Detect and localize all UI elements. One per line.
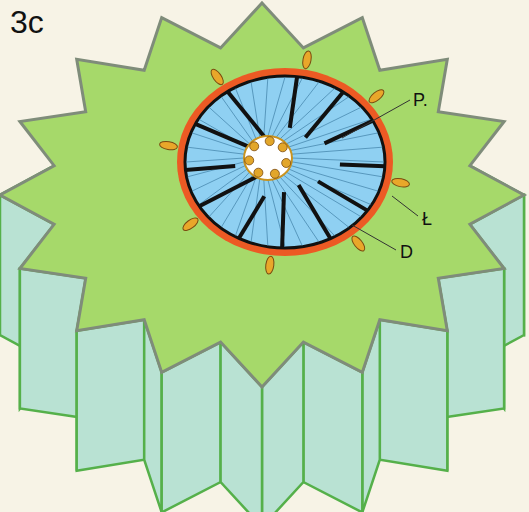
leader-lines bbox=[342, 100, 418, 250]
part-label: P. bbox=[413, 91, 428, 109]
star-top-face bbox=[0, 3, 524, 387]
outer-gland bbox=[265, 256, 275, 275]
thin-ray bbox=[209, 172, 249, 217]
orange-ring bbox=[177, 68, 393, 256]
dark-ray bbox=[318, 181, 368, 210]
thin-ray bbox=[268, 77, 285, 136]
outer-gland bbox=[159, 140, 178, 151]
inner-bundle bbox=[270, 169, 279, 178]
inner-bundle bbox=[254, 168, 263, 177]
prism-side-face bbox=[380, 320, 448, 471]
dark-ray bbox=[290, 77, 297, 128]
inner-bundle bbox=[278, 143, 287, 152]
part-label: Ł bbox=[422, 210, 432, 228]
thin-ray bbox=[292, 158, 384, 162]
prism-side-face bbox=[77, 320, 145, 471]
thin-ray bbox=[291, 166, 378, 192]
dark-ray bbox=[199, 175, 259, 206]
pith bbox=[244, 136, 292, 180]
thin-ray bbox=[264, 180, 268, 246]
thin-ray bbox=[292, 147, 383, 154]
blue-tissue bbox=[185, 76, 385, 248]
outer-gland bbox=[391, 177, 410, 188]
outer-gland bbox=[209, 67, 226, 86]
dark-ray bbox=[282, 192, 284, 248]
figure-title: 3c bbox=[10, 6, 44, 38]
thin-ray bbox=[272, 180, 302, 246]
thin-ray bbox=[188, 147, 245, 154]
thin-ray bbox=[186, 158, 244, 162]
dark-ray bbox=[239, 196, 264, 238]
dark-ray bbox=[228, 92, 268, 141]
dark-ray bbox=[325, 121, 373, 144]
outer-gland bbox=[301, 50, 312, 69]
stem-core bbox=[159, 50, 410, 274]
part-label: D bbox=[400, 243, 413, 261]
dark-ray bbox=[185, 166, 235, 170]
dark-ray bbox=[340, 164, 385, 166]
inner-bundle bbox=[265, 137, 274, 146]
dark-ray bbox=[299, 185, 331, 239]
inner-bundle bbox=[250, 142, 259, 151]
outer-gland bbox=[181, 216, 200, 233]
thin-ray bbox=[283, 175, 348, 227]
outer-gland bbox=[350, 234, 367, 253]
thin-ray bbox=[291, 133, 378, 151]
thin-ray bbox=[268, 180, 285, 247]
thin-ray bbox=[272, 78, 302, 136]
outer-gland bbox=[367, 88, 386, 106]
inner-bundle bbox=[282, 159, 291, 168]
dark-ray bbox=[195, 124, 249, 147]
dark-ray bbox=[305, 92, 343, 138]
inner-bundle bbox=[245, 156, 254, 165]
thin-ray bbox=[264, 78, 268, 136]
